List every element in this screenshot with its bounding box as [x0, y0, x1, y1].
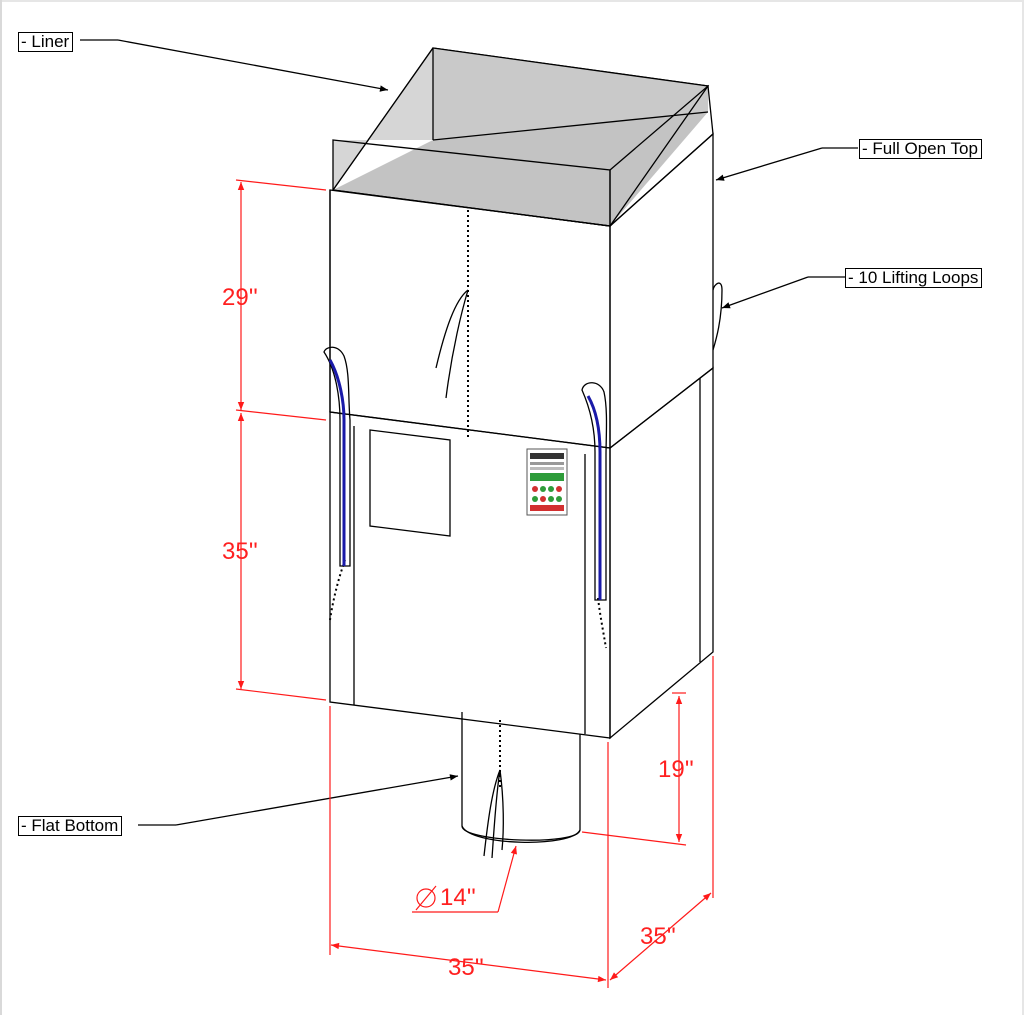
dimension-width-front: 35'' — [448, 954, 484, 981]
callout-full-open-top: - Full Open Top — [859, 139, 982, 159]
callout-lifting-loops: - 10 Lifting Loops — [845, 268, 983, 288]
safety-label — [526, 448, 568, 516]
dimension-lower-height: 35'' — [222, 538, 258, 565]
callout-liner: - Liner — [18, 32, 74, 52]
callout-leaders — [80, 39, 858, 826]
dimension-upper-height: 29'' — [222, 284, 258, 311]
document-pocket — [369, 429, 451, 537]
bag-lower-body — [329, 366, 714, 740]
diameter-symbol-icon — [416, 888, 436, 908]
dimension-width-side: 35'' — [640, 923, 676, 950]
dimension-lines — [235, 179, 714, 988]
callout-flat-bottom: - Flat Bottom — [18, 816, 123, 836]
frame-border-right — [1022, 0, 1024, 1015]
dimension-spout-height: 19'' — [658, 756, 694, 783]
lifting-loop-right — [581, 382, 608, 601]
frame-border-left — [0, 0, 2, 1015]
lifting-loop-left — [323, 346, 351, 567]
liner — [331, 47, 714, 228]
discharge-spout — [461, 712, 581, 859]
frame-border-top — [0, 0, 1024, 2]
lifting-loop-back — [712, 282, 723, 351]
dimension-spout-diameter: 14'' — [440, 884, 476, 911]
